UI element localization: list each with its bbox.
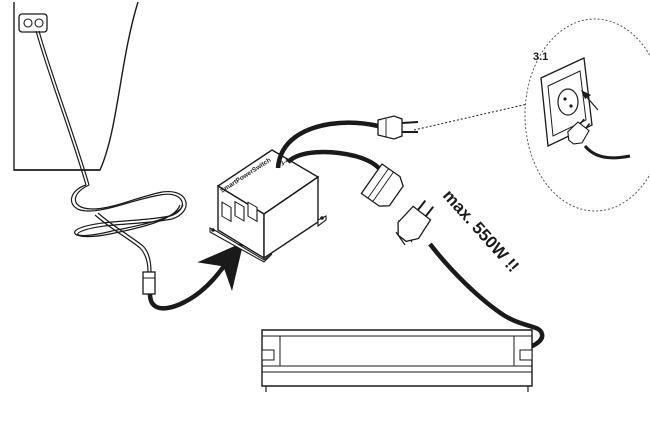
smart-power-switch: SmartPowerSwitch 3-4	[209, 149, 327, 263]
detail-plug	[567, 118, 591, 145]
lamp-cable	[428, 242, 545, 353]
sensor-to-switch-cable	[147, 242, 244, 311]
switch-port-3	[247, 201, 258, 223]
power-input-cable	[275, 120, 379, 169]
lamp-fixture	[261, 329, 533, 392]
power-output-cable	[286, 149, 384, 174]
door-sensor	[18, 13, 48, 33]
furniture-panel	[13, 1, 139, 171]
lamp-plug	[397, 199, 434, 243]
socket-connector	[360, 163, 404, 207]
detail-cable	[583, 144, 631, 160]
sensor-cable	[35, 30, 187, 273]
euro-plug-icon	[377, 115, 419, 140]
switch-port-2	[234, 200, 245, 222]
switch-port-1	[221, 201, 232, 223]
step-label: 3.1	[533, 51, 548, 63]
detail-insert-arrow	[581, 90, 599, 111]
device-model-label: 3-4	[280, 158, 291, 168]
wall-socket-icon	[540, 57, 593, 147]
sensor-connector	[142, 271, 156, 295]
max-power-label: max. 550W !!	[439, 186, 523, 276]
